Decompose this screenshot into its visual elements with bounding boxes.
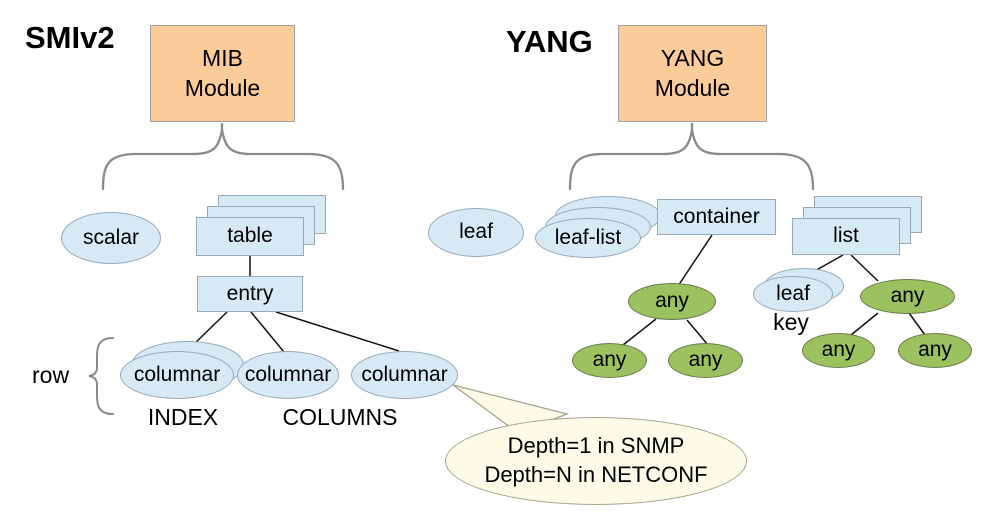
container-any-child1: any bbox=[572, 343, 647, 378]
edge-any-right-child bbox=[686, 319, 709, 346]
key-label: key bbox=[773, 309, 809, 335]
list-any-child2: any bbox=[898, 333, 972, 368]
row-label: row bbox=[32, 362, 70, 388]
yang-title: YANG bbox=[506, 24, 593, 59]
row-brace-icon bbox=[88, 337, 114, 415]
list-any-child1: any bbox=[802, 333, 875, 368]
leafkey-node: leaf bbox=[753, 276, 833, 312]
smiv2-title: SMIv2 bbox=[25, 20, 115, 55]
list-node: list bbox=[792, 218, 900, 255]
list-any-node: any bbox=[860, 279, 955, 314]
container-any-node: any bbox=[628, 283, 716, 320]
table-node: table bbox=[196, 217, 304, 256]
container-any-child2: any bbox=[668, 343, 743, 378]
leaf-node: leaf bbox=[428, 208, 524, 257]
columnar3-node: columnar bbox=[351, 351, 458, 399]
index-label: INDEX bbox=[147, 404, 219, 430]
columnar1-node: columnar bbox=[120, 351, 234, 399]
mib-module-box: MIB Module bbox=[150, 25, 295, 122]
edge-list-any bbox=[850, 254, 879, 282]
smiv2-brace-icon bbox=[101, 129, 345, 191]
leaflist-node: leaf-list bbox=[535, 218, 641, 258]
edge-listany-right-child bbox=[908, 312, 926, 336]
columnar2-node: columnar bbox=[237, 351, 339, 399]
edge-entry-columnar2 bbox=[250, 311, 285, 353]
entry-node: entry bbox=[197, 276, 303, 312]
columns-label: COLUMNS bbox=[282, 404, 398, 430]
edge-container-any bbox=[677, 234, 713, 287]
yang-module-box: YANG Module bbox=[618, 25, 767, 122]
yang-brace-icon bbox=[568, 129, 815, 191]
edge-any-left-child bbox=[622, 318, 657, 346]
container-node: container bbox=[657, 199, 776, 235]
edge-entry-columnar3 bbox=[275, 311, 400, 352]
scalar-node: scalar bbox=[61, 212, 161, 264]
edge-listany-left-child bbox=[850, 312, 879, 336]
depth-callout: Depth=1 in SNMP Depth=N in NETCONF bbox=[445, 417, 747, 505]
